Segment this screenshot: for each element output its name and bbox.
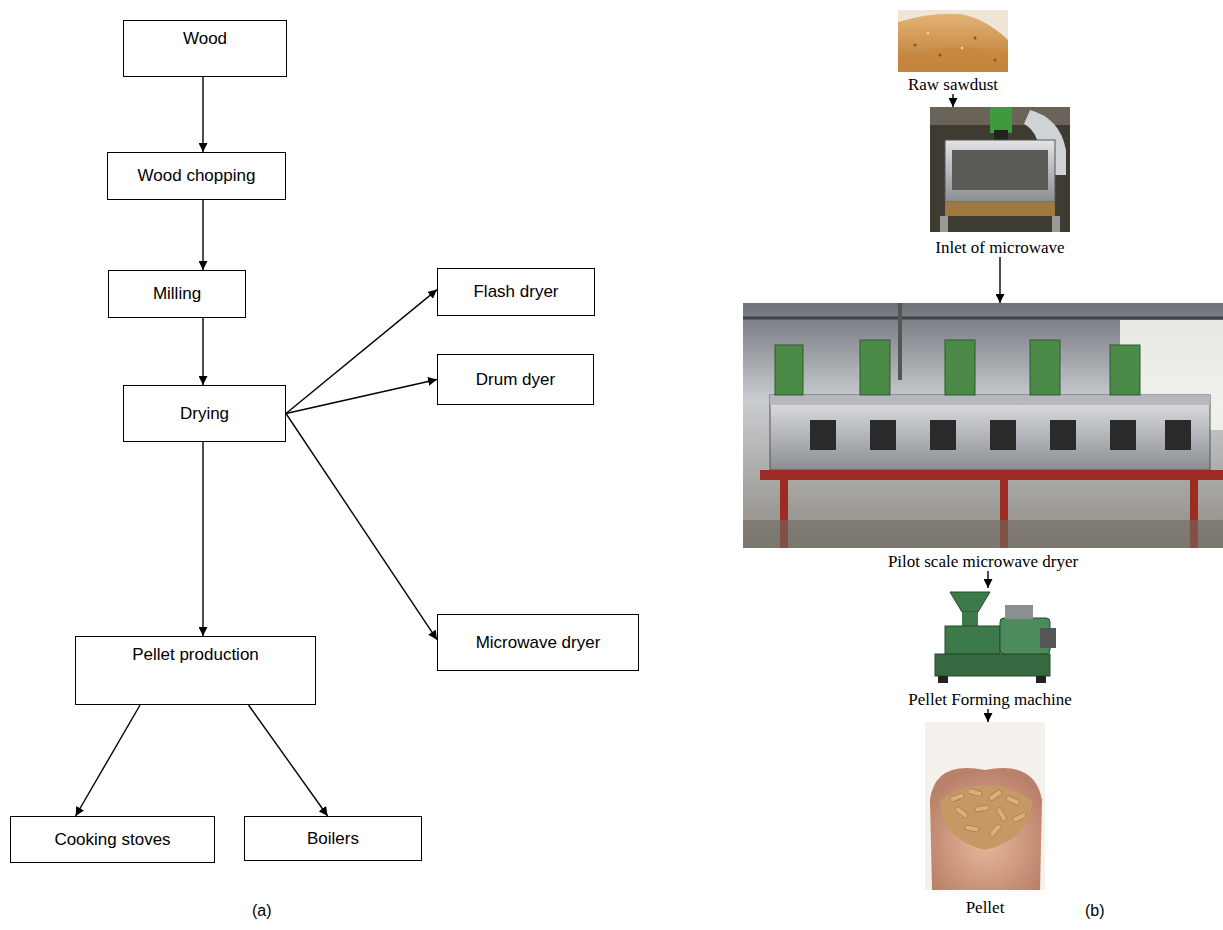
box-label: Flash dryer <box>473 282 558 302</box>
flow-arrow <box>202 200 203 270</box>
flow-arrow <box>202 318 203 385</box>
photo-panel: Pilot scale microwave dryer <box>743 303 1223 571</box>
inlet-photo <box>930 107 1070 232</box>
box-label: Milling <box>153 284 201 304</box>
source-box: Wood <box>123 20 287 77</box>
box-label: Boilers <box>307 829 359 849</box>
process-box: Pellet production <box>75 636 316 705</box>
photo-caption: Inlet of microwave <box>933 238 1066 257</box>
flow-arrow <box>987 709 988 722</box>
box-label: Drum dyer <box>476 370 555 390</box>
panel-label: (a) <box>252 902 272 920</box>
box-label: Pellet production <box>132 645 259 665</box>
flow-arrow <box>76 705 140 816</box>
flow-arrow <box>999 257 1000 303</box>
flow-arrow <box>286 414 437 640</box>
box-label: Drying <box>180 404 229 424</box>
pellets-photo <box>925 722 1045 890</box>
flow-arrow <box>249 705 328 816</box>
process-box: Wood chopping <box>107 152 286 200</box>
dryer-box: Microwave dryer <box>437 614 639 671</box>
photo-caption: Pellet <box>964 898 1007 917</box>
photo-caption: Pilot scale microwave dryer <box>886 552 1080 571</box>
dryer-box: Drum dyer <box>437 354 594 405</box>
use-box: Boilers <box>244 816 422 861</box>
flow-arrow <box>952 94 953 107</box>
flow-arrow <box>202 442 203 636</box>
dryer-box: Flash dryer <box>437 268 595 316</box>
box-label: Microwave dryer <box>476 633 601 653</box>
sawdust-photo <box>898 10 1008 72</box>
flow-arrow <box>202 77 203 152</box>
pellet-mill-photo <box>935 592 1056 683</box>
process-box: Milling <box>108 270 246 318</box>
box-label: Wood <box>183 29 227 49</box>
process-box: Drying <box>123 385 286 442</box>
photo-caption: Raw sawdust <box>906 75 1000 94</box>
photo-panel: Pellet Forming machine <box>895 588 1085 709</box>
flow-arrow <box>286 290 437 414</box>
panel-label: (b) <box>1085 902 1105 920</box>
pilot-dryer-photo <box>743 303 1223 548</box>
use-box: Cooking stoves <box>10 816 215 863</box>
flow-arrow <box>987 571 988 588</box>
photo-panel: Raw sawdust <box>893 10 1013 94</box>
box-label: Wood chopping <box>138 166 256 186</box>
photo-caption: Pellet Forming machine <box>906 690 1073 709</box>
flow-arrow <box>286 380 437 414</box>
photo-panel: Pellet <box>905 722 1065 917</box>
box-label: Cooking stoves <box>54 830 170 850</box>
photo-panel: Inlet of microwave <box>925 107 1075 257</box>
